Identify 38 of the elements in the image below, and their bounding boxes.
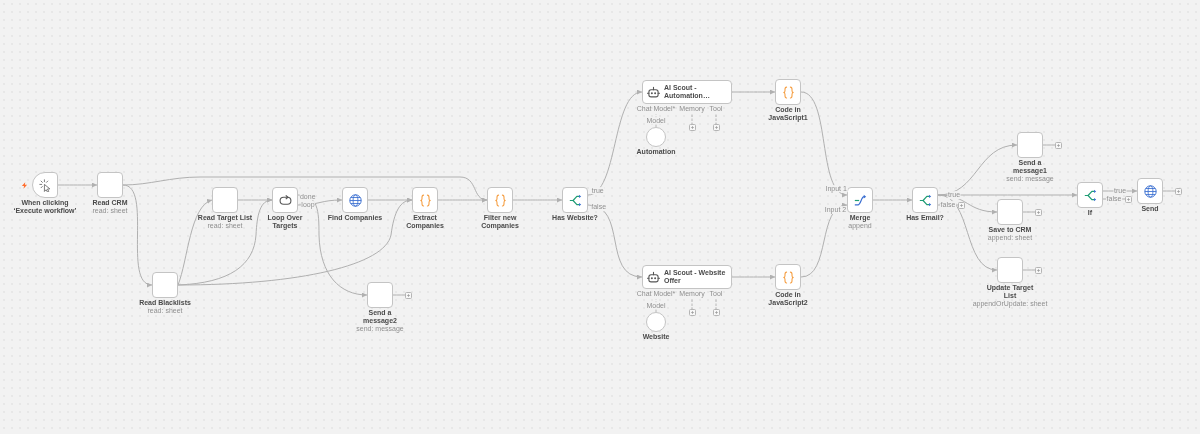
arrow (122, 176, 488, 202)
plus-icon (688, 124, 696, 131)
arrow (297, 194, 368, 298)
plus-icon (1035, 266, 1042, 274)
arrow (800, 91, 848, 196)
arrow (437, 197, 488, 203)
plus-icon (958, 201, 965, 209)
arrow (872, 197, 913, 203)
plus-icon (405, 291, 412, 299)
connector-line (392, 294, 406, 296)
arrow (237, 197, 273, 203)
dashed-connector-line (715, 299, 717, 310)
plus-icon (712, 309, 720, 316)
arrow (800, 203, 848, 278)
arrow (937, 143, 1018, 196)
dashed-connector-line (691, 299, 693, 310)
connector-line (1022, 269, 1036, 271)
connector-line (1162, 190, 1176, 192)
connector-line (1022, 211, 1036, 213)
arrow (731, 89, 776, 95)
connector-line (1042, 144, 1056, 146)
arrow (512, 197, 563, 203)
dashed-connector-line (691, 114, 693, 125)
plus-icon (1175, 187, 1182, 195)
plus-icon (1055, 141, 1062, 149)
arrow (122, 184, 153, 286)
arrow (731, 274, 776, 280)
arrow (937, 192, 1078, 198)
arrow (177, 199, 213, 286)
arrow (57, 182, 98, 188)
plus-icon (688, 309, 696, 316)
plus-icon (1125, 195, 1132, 203)
plus-icon (712, 124, 720, 131)
arrow (367, 197, 413, 203)
arrow (587, 91, 643, 196)
dashed-connector-line (715, 114, 717, 125)
arrow (587, 204, 643, 279)
plus-icon (1035, 208, 1042, 216)
